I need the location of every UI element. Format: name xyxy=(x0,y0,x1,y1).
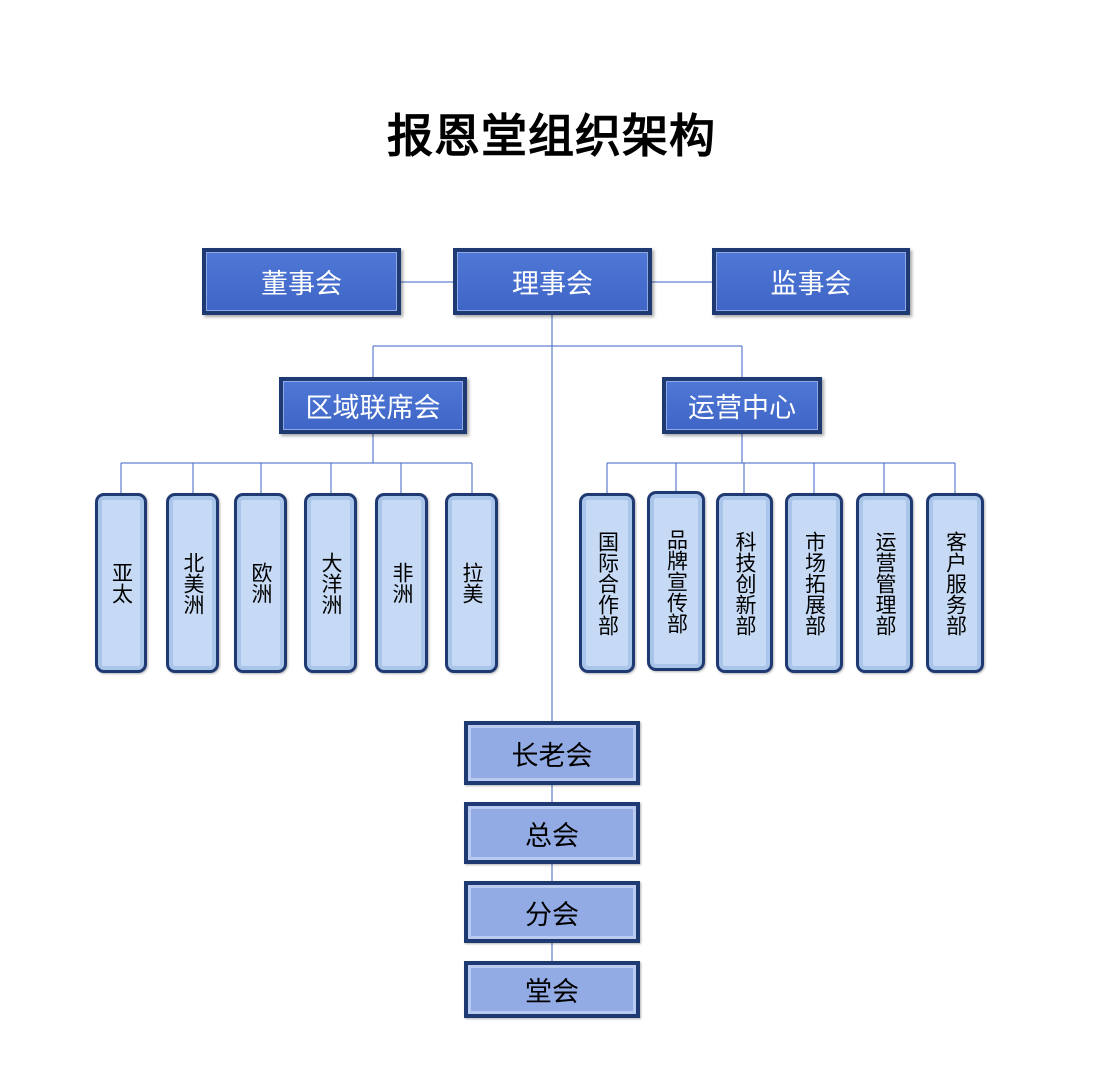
elders-council-box: 长老会 xyxy=(464,721,640,785)
council-label: 理事会 xyxy=(512,269,593,300)
church-assembly-label: 堂会 xyxy=(525,977,579,1008)
elders-council-label: 长老会 xyxy=(511,740,593,772)
department-box: 运营管理部 xyxy=(856,493,913,673)
church-assembly-box: 堂会 xyxy=(464,961,640,1018)
supervisory-board-label: 监事会 xyxy=(770,269,852,300)
region-box: 大洋洲 xyxy=(304,493,357,673)
regional-joint-council-label: 区域联席会 xyxy=(305,393,441,424)
board-of-directors-label: 董事会 xyxy=(261,269,342,300)
operations-center-box: 运营中心 xyxy=(662,377,822,434)
region-label: 北美洲 xyxy=(181,551,205,615)
branch-assembly-box: 分会 xyxy=(464,881,640,943)
board-of-directors-box: 董事会 xyxy=(202,248,401,315)
supervisory-board-box: 监事会 xyxy=(712,248,910,315)
department-label: 科技创新部 xyxy=(733,530,757,636)
council-box: 理事会 xyxy=(453,248,652,315)
region-box: 北美洲 xyxy=(166,493,219,673)
chart-title: 报恩堂组织架构 xyxy=(387,109,716,163)
region-box: 拉美 xyxy=(445,493,498,673)
region-label: 欧洲 xyxy=(249,562,273,604)
department-box: 品牌宣传部 xyxy=(647,491,705,671)
region-label: 亚太 xyxy=(109,562,134,604)
department-label: 客户服务部 xyxy=(943,530,968,636)
general-assembly-label: 总会 xyxy=(525,820,579,852)
department-box: 客户服务部 xyxy=(926,493,984,673)
department-box: 国际合作部 xyxy=(579,493,635,673)
department-label: 国际合作部 xyxy=(595,530,620,636)
region-box: 亚太 xyxy=(95,493,147,673)
region-box: 欧洲 xyxy=(234,493,287,673)
department-box: 市场拓展部 xyxy=(785,493,843,673)
branch-assembly-label: 分会 xyxy=(525,899,579,931)
operations-center-label: 运营中心 xyxy=(688,393,796,424)
region-label: 非洲 xyxy=(390,562,414,604)
department-label: 市场拓展部 xyxy=(802,530,827,636)
region-label: 大洋洲 xyxy=(319,551,343,615)
department-label: 运营管理部 xyxy=(873,530,897,636)
department-label: 品牌宣传部 xyxy=(664,528,689,634)
general-assembly-box: 总会 xyxy=(464,802,640,864)
region-label: 拉美 xyxy=(460,562,484,604)
regional-joint-council-box: 区域联席会 xyxy=(279,377,467,434)
region-box: 非洲 xyxy=(375,493,428,673)
department-box: 科技创新部 xyxy=(716,493,773,673)
